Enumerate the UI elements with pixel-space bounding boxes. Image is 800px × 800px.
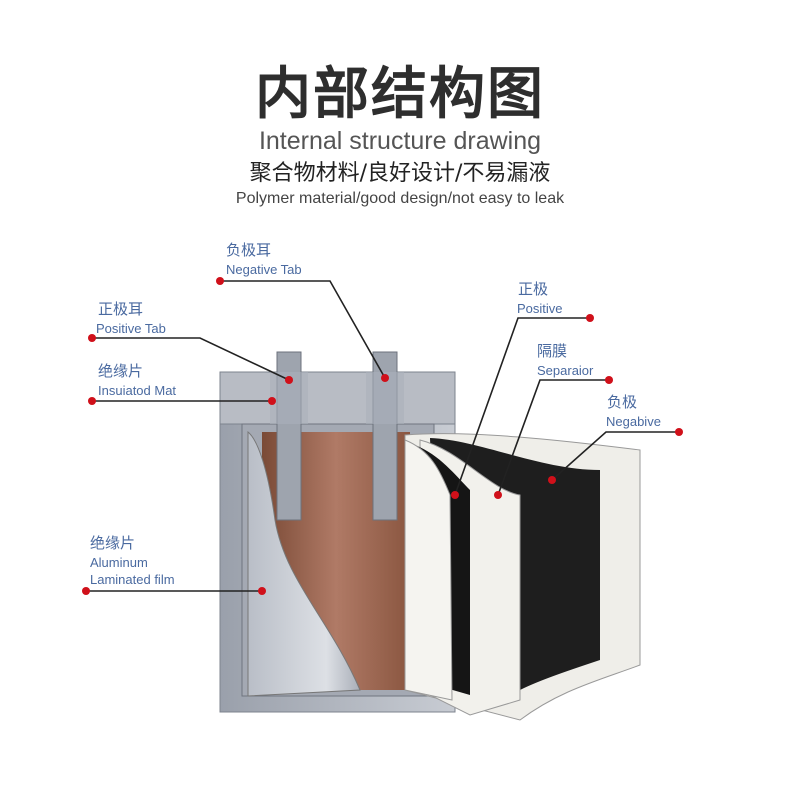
label-aluminum-film-cn: 绝缘片 [90,534,135,552]
leader-line [551,431,679,481]
label-negative-tab-en: Negative Tab [226,262,302,277]
label-insulated-mat-cn: 绝缘片 [98,362,143,380]
top-seal [219,371,456,425]
label-aluminum-film-en1: Aluminum [90,555,148,570]
label-positive-en: Positive [517,301,563,316]
page-subtitle: Internal structure drawing [258,127,542,155]
leader-line [220,280,386,379]
label-separator-en: Separaior [537,363,594,378]
outer-sheet [404,439,453,701]
page-title: 内部结构图 [255,62,545,127]
aluminum-film-flap [247,430,361,697]
label-insulated-mat-en: Insuiatod Mat [98,383,176,398]
leader-line [497,379,609,496]
callout-dots [82,277,683,595]
label-positive-tab-cn: 正极耳 [98,300,143,318]
leader-line [92,337,290,381]
label-positive-cn: 正极 [518,280,548,298]
tagline-cn: 聚合物材料/良好设计/不易漏液 [249,161,551,186]
label-negative-tab-cn: 负极耳 [226,241,271,259]
label-positive-tab-en: Positive Tab [96,321,166,336]
label-negative-cn: 负极 [607,393,637,411]
label-separator-cn: 隔膜 [537,342,567,360]
tagline-en: Polymer material/good design/not easy to… [235,190,565,207]
label-negative-en: Negabive [606,414,661,429]
label-aluminum-film-en2: Laminated film [90,572,175,587]
leader-line [454,317,590,496]
